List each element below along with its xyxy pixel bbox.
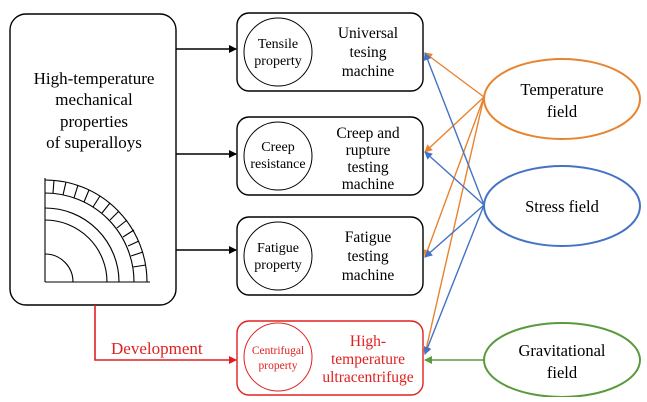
tensile-machine-line-3: machine bbox=[342, 63, 395, 80]
fatigue-property-line-2: property bbox=[254, 258, 301, 273]
gravitational-field-line-2: field bbox=[547, 363, 578, 382]
centrifuge-line-3: ultracentrifuge bbox=[322, 369, 413, 386]
development-arrow bbox=[94, 305, 237, 364]
creep-machine-line-3: testing bbox=[347, 159, 389, 176]
tensile-machine-box: Tensile property Universal tesing machin… bbox=[236, 12, 424, 92]
creep-machine-line-1: Creep and bbox=[336, 125, 400, 142]
tensile-property-line-2: property bbox=[254, 54, 301, 69]
centrifugal-property-line-2: property bbox=[259, 360, 298, 372]
temperature-field-line-2: field bbox=[547, 102, 578, 121]
turbine-disk-icon bbox=[44, 178, 150, 283]
creep-machine-box: Creep resistance Creep and rupture testi… bbox=[236, 116, 424, 196]
blue-connectors bbox=[423, 52, 485, 355]
creep-resistance-circle bbox=[243, 121, 313, 191]
orange-connectors bbox=[422, 52, 485, 355]
centrifugal-property-circle bbox=[243, 322, 313, 392]
centrifuge-line-1: High- bbox=[350, 333, 386, 350]
gravitational-field: Gravitational field bbox=[483, 322, 641, 398]
fatigue-machine-line-2: testing bbox=[347, 248, 389, 265]
tensile-machine-line-2: tesing bbox=[349, 44, 386, 61]
main-box-line-4: of superalloys bbox=[46, 133, 142, 152]
tensile-property-circle bbox=[243, 17, 313, 87]
creep-machine-line-4: machine bbox=[342, 176, 395, 193]
tensile-property-line-1: Tensile bbox=[258, 37, 298, 52]
fatigue-property-line-1: Fatigue bbox=[257, 241, 299, 256]
main-property-box: High-temperature mechanical properties o… bbox=[9, 13, 177, 306]
temperature-field: Temperature field bbox=[483, 58, 641, 140]
fatigue-machine-line-3: machine bbox=[342, 267, 395, 284]
fatigue-machine-box: Fatigue property Fatigue testing machine bbox=[236, 216, 424, 296]
creep-property-line-1: Creep bbox=[261, 140, 294, 155]
stress-field: Stress field bbox=[483, 165, 641, 247]
fatigue-machine-line-1: Fatigue bbox=[345, 229, 392, 246]
centrifuge-line-2: temperature bbox=[331, 351, 405, 368]
development-label: Development bbox=[111, 339, 203, 358]
main-box-line-2: mechanical bbox=[55, 90, 133, 109]
stress-field-label: Stress field bbox=[525, 197, 600, 216]
tensile-machine-line-1: Universal bbox=[338, 25, 398, 42]
centrifuge-box: Centrifugal property High- temperature u… bbox=[236, 320, 424, 396]
centrifugal-property-line-1: Centrifugal bbox=[252, 345, 304, 357]
creep-property-line-2: resistance bbox=[250, 157, 305, 172]
temperature-field-line-1: Temperature bbox=[520, 80, 603, 99]
blade-slots bbox=[52, 179, 147, 268]
creep-machine-line-2: rupture bbox=[346, 142, 391, 159]
gravitational-field-line-1: Gravitational bbox=[518, 341, 605, 360]
main-box-line-1: High-temperature bbox=[34, 69, 155, 88]
main-box-line-3: properties bbox=[60, 112, 128, 131]
fatigue-property-circle bbox=[243, 221, 313, 291]
